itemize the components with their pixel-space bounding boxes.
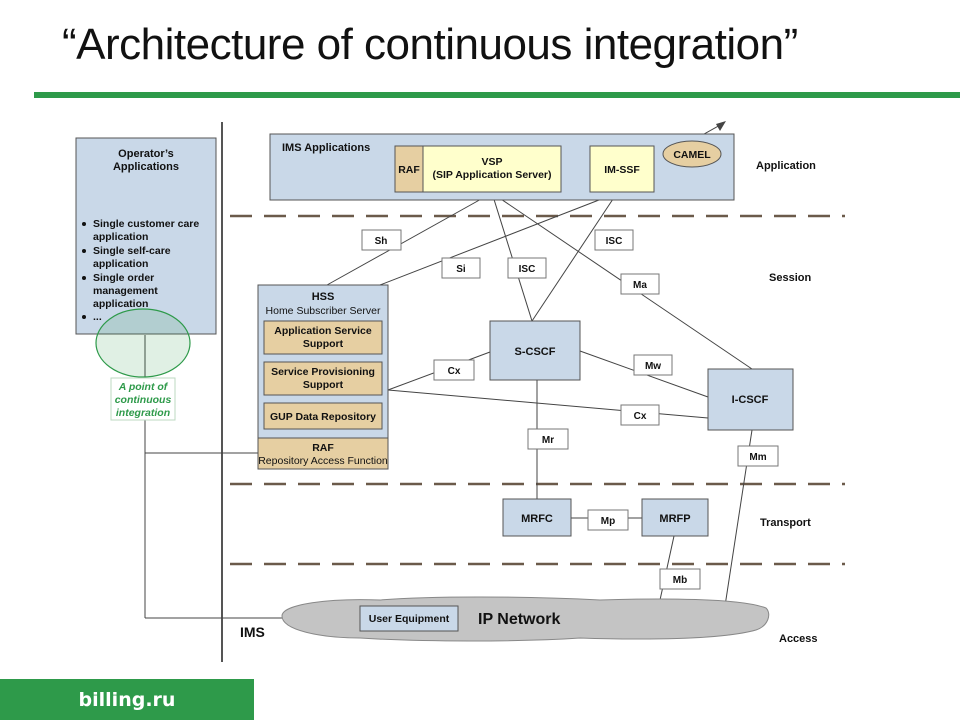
operator-item-1a: Single customer care [93, 218, 199, 230]
iface-mp-box [587, 509, 629, 531]
iface-sh-box [361, 229, 402, 251]
bullet [82, 222, 86, 226]
raf-box[interactable] [257, 437, 389, 470]
vsp-box[interactable] [422, 145, 562, 193]
camel-ellipse[interactable] [662, 140, 722, 168]
bullet [82, 276, 86, 280]
service-provisioning-line1: Service Provisioning [271, 366, 375, 378]
operator-item-4: ... [93, 311, 102, 323]
line-vsp-hss [326, 192, 493, 286]
iface-mp: Mp [601, 516, 615, 527]
title-divider [34, 92, 960, 98]
operator-bullets: Single customer care application Single … [82, 218, 199, 323]
integration-point-line1: A point of [118, 381, 169, 393]
camel-arrow-head [716, 121, 726, 131]
scscf-box[interactable] [489, 320, 581, 381]
mrfp-label: MRFP [659, 513, 690, 525]
operator-item-3b: management [93, 285, 158, 297]
iface-mb: Mb [673, 575, 687, 586]
integration-point-line2: continuous [115, 394, 172, 406]
vsp-label-line2: (SIP Application Server) [432, 169, 551, 181]
iface-si: Si [456, 264, 466, 275]
line-imssf-hss [379, 192, 618, 286]
hss-subtitle: Home Subscriber Server [266, 305, 381, 317]
operator-item-2a: Single self-care [93, 245, 171, 257]
ims-label: IMS [240, 624, 265, 640]
integration-point-line3: integration [116, 407, 170, 419]
iface-ma-box [620, 273, 660, 295]
iface-mm: Mm [749, 452, 766, 463]
mrfc-label: MRFC [521, 513, 553, 525]
iface-mr: Mr [542, 435, 554, 446]
iface-isc-top-box [594, 229, 634, 251]
iface-mw: Mw [645, 361, 661, 372]
iface-mr-box [527, 428, 569, 450]
connection-lines [144, 192, 753, 619]
icscf-box[interactable] [707, 368, 794, 431]
hss-title: HSS [312, 291, 335, 303]
interface-labels: Sh ISC Si ISC Ma Mw Cx Cx Mr Mm Mp Mb [361, 229, 779, 590]
line-vsp-scscf [491, 192, 533, 322]
user-equipment-box[interactable] [359, 605, 459, 632]
bullet [82, 315, 86, 319]
line-mrfp-network [659, 535, 675, 601]
raf-subtitle: Repository Access Function [258, 455, 388, 467]
bullet [82, 249, 86, 253]
operator-item-1b: application [93, 231, 148, 243]
iface-cx-right-box [620, 404, 660, 426]
iface-si-box [441, 257, 481, 279]
service-provisioning-line2: Support [303, 379, 344, 391]
brand-footer: billing.ru [0, 679, 254, 720]
iface-isc-mid: ISC [519, 264, 536, 275]
ip-network-label: IP Network [478, 611, 561, 628]
scscf-label: S-CSCF [515, 346, 556, 358]
slide-title: “Architecture of continuous integration” [62, 20, 798, 69]
app-service-support-line1: Application Service [274, 325, 372, 337]
brand-logo-text: billing.ru [78, 688, 176, 711]
integration-point-ellipse[interactable] [95, 308, 191, 378]
operator-applications-box[interactable] [75, 137, 217, 335]
operator-title-line2: Applications [113, 161, 179, 173]
user-equipment-label: User Equipment [369, 613, 450, 625]
line-hss-icscf [387, 389, 709, 419]
vsp-label-line1: VSP [481, 156, 502, 168]
iface-isc-top: ISC [606, 236, 623, 247]
line-imssf-scscf [531, 192, 618, 322]
camel-label: CAMEL [673, 149, 711, 161]
ims-raf-label: RAF [398, 164, 420, 176]
layer-label-transport: Transport [760, 517, 811, 529]
iface-cx-left-box [433, 359, 475, 381]
operator-item-3c: application [93, 298, 148, 310]
app-service-support-line2: Support [303, 338, 344, 350]
iface-cx-right: Cx [634, 411, 647, 422]
service-provisioning-box[interactable] [263, 361, 383, 396]
iface-sh: Sh [375, 236, 388, 247]
raf-title: RAF [312, 442, 334, 454]
iface-ma: Ma [633, 280, 647, 291]
iface-mw-box [633, 354, 673, 376]
imssf-label: IM-SSF [604, 164, 640, 176]
app-service-support-box[interactable] [263, 320, 383, 355]
imssf-box[interactable] [589, 145, 655, 193]
layer-label-access: Access [779, 633, 818, 645]
ims-applications-title: IMS Applications [282, 142, 370, 154]
iface-isc-mid-box [507, 257, 547, 279]
mrfp-box[interactable] [641, 498, 709, 537]
iface-mb-box [659, 568, 701, 590]
operator-item-3a: Single order [93, 272, 154, 284]
operator-item-2b: application [93, 258, 148, 270]
iface-mm-box [737, 445, 779, 467]
gup-repository-box[interactable] [263, 402, 383, 430]
mrfc-box[interactable] [502, 498, 572, 537]
icscf-label: I-CSCF [732, 394, 769, 406]
integration-point-label-box [110, 377, 176, 421]
layer-label-application: Application [756, 160, 816, 172]
operator-title-line1: Operator’s [118, 148, 174, 160]
iface-cx-left: Cx [448, 366, 461, 377]
layer-label-session: Session [769, 272, 811, 284]
gup-repository-label: GUP Data Repository [270, 411, 376, 423]
